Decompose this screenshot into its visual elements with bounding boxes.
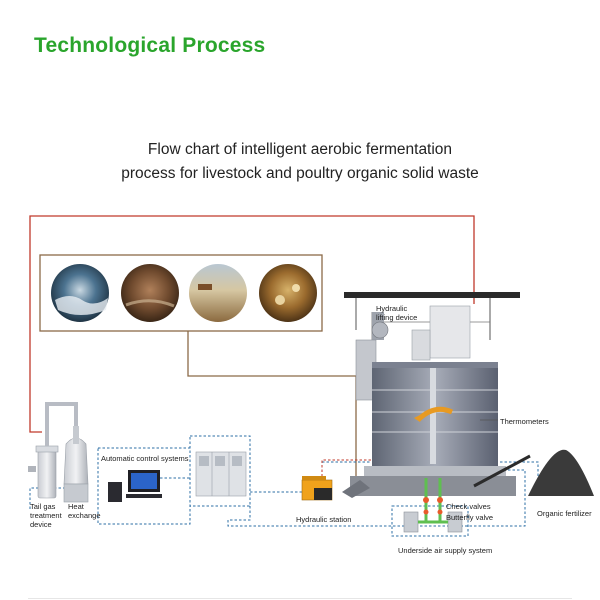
label-organic-fertilizer: Organic fertilizer [537, 509, 592, 518]
label-underside-air: Underside air supply system [398, 546, 492, 555]
fertilizer-pile-icon [528, 450, 594, 496]
heat-exchanger [64, 426, 88, 502]
cabinet-icon [196, 452, 246, 496]
photo-field [189, 264, 247, 322]
label-automatic-control: Automatic control systems [101, 454, 189, 463]
label-thermometers: Thermometers [500, 417, 549, 426]
label-tail-gas-3: device [30, 520, 52, 529]
label-tail-gas-2: treatment [30, 511, 63, 520]
label-tail-gas-1: Tail gas [30, 502, 56, 511]
label-heat-exchange-2: exchange [68, 511, 101, 520]
label-hydraulic-station: Hydraulic station [296, 515, 351, 524]
photo-seawater [51, 264, 109, 322]
label-butterfly-valve: Butterfly valve [446, 513, 493, 522]
label-hydraulic-lifting-1: Hydraulic [376, 304, 408, 313]
photo-straw [259, 264, 317, 322]
computer-icon [108, 470, 162, 502]
hydraulic-station-icon [302, 476, 332, 500]
label-hydraulic-lifting-2: lifting device [376, 313, 417, 322]
fermentation-tank [342, 292, 530, 498]
label-heat-exchange-1: Heat [68, 502, 85, 511]
photo-manure [121, 264, 179, 322]
label-check-valves: Check valves [446, 502, 491, 511]
footer-divider [28, 598, 572, 599]
